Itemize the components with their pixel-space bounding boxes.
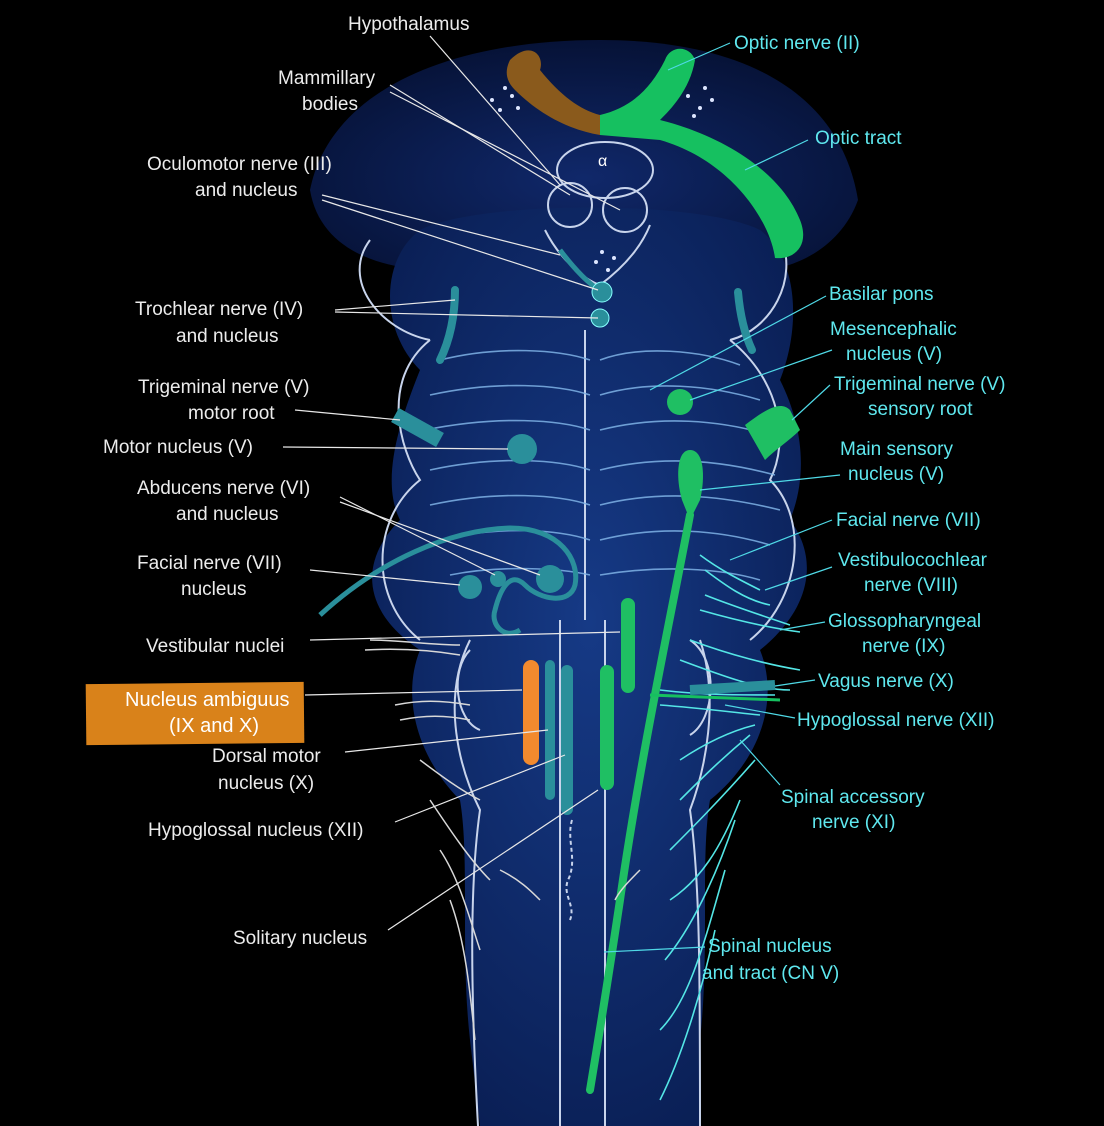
trigeminal-motor-nucleus bbox=[507, 434, 537, 464]
label-glossopharyngeal-1: Glossopharyngeal bbox=[828, 611, 981, 632]
label-nucleus-ambiguus-1: Nucleus ambiguus bbox=[125, 689, 290, 711]
label-motor-nucleus: Motor nucleus (V) bbox=[103, 437, 253, 458]
label-mesencephalic-2: nucleus (V) bbox=[846, 344, 942, 365]
label-main-sensory-1: Main sensory bbox=[840, 439, 953, 460]
label-facial-nerve: Facial nerve (VII) bbox=[836, 510, 981, 531]
label-optic-nerve: Optic nerve (II) bbox=[734, 33, 860, 54]
label-glossopharyngeal-2: nerve (IX) bbox=[862, 636, 945, 657]
label-solitary-nucleus: Solitary nucleus bbox=[233, 928, 367, 949]
label-trigeminal-motor-2: motor root bbox=[188, 403, 275, 424]
label-trochlear-2: and nucleus bbox=[176, 326, 278, 347]
oculomotor-nucleus bbox=[592, 282, 612, 302]
label-hypoglossal-nerve: Hypoglossal nerve (XII) bbox=[797, 710, 994, 731]
label-vagus: Vagus nerve (X) bbox=[818, 671, 954, 692]
label-hypothalamus: Hypothalamus bbox=[348, 14, 469, 35]
aqueduct-icon: α bbox=[598, 153, 607, 170]
label-vestibulocochlear-1: Vestibulocochlear bbox=[838, 550, 988, 571]
label-spinal-nucleus-1: Spinal nucleus bbox=[708, 936, 832, 957]
hypoglossal-nucleus-col bbox=[561, 665, 573, 815]
vagus-nerve bbox=[690, 685, 775, 690]
label-spinal-accessory-2: nerve (XI) bbox=[812, 812, 895, 833]
label-oculomotor-1: Oculomotor nerve (III) bbox=[147, 154, 332, 175]
label-facial-nucleus-2: nucleus bbox=[181, 579, 247, 600]
label-facial-nucleus-1: Facial nerve (VII) bbox=[137, 553, 282, 574]
label-vestibulocochlear-2: nerve (VIII) bbox=[864, 575, 958, 596]
label-mesencephalic-1: Mesencephalic bbox=[830, 319, 957, 340]
vestibular-nuclei-col bbox=[621, 598, 635, 693]
label-hypoglossal-nucleus: Hypoglossal nucleus (XII) bbox=[148, 820, 363, 841]
label-mammillary-2: bodies bbox=[302, 94, 358, 115]
label-mammillary-1: Mammillary bbox=[278, 68, 376, 89]
abducens-nucleus-right bbox=[536, 565, 564, 593]
nucleus-ambiguus bbox=[523, 660, 539, 765]
label-trigeminal-sensory-2: sensory root bbox=[868, 399, 973, 420]
label-trochlear-1: Trochlear nerve (IV) bbox=[135, 299, 303, 320]
label-dorsal-motor-1: Dorsal motor bbox=[212, 746, 321, 767]
label-vestibular-nuclei: Vestibular nuclei bbox=[146, 636, 284, 657]
label-abducens-2: and nucleus bbox=[176, 504, 278, 525]
label-oculomotor-2: and nucleus bbox=[195, 180, 297, 201]
label-optic-tract: Optic tract bbox=[815, 128, 902, 149]
solitary-nucleus-col bbox=[600, 665, 614, 790]
facial-nucleus bbox=[458, 575, 482, 599]
mesencephalic-nucleus bbox=[667, 389, 693, 415]
label-trigeminal-motor-1: Trigeminal nerve (V) bbox=[138, 377, 309, 398]
label-basilar-pons: Basilar pons bbox=[829, 284, 934, 305]
label-spinal-accessory-1: Spinal accessory bbox=[781, 787, 925, 808]
label-main-sensory-2: nucleus (V) bbox=[848, 464, 944, 485]
label-nucleus-ambiguus-2: (IX and X) bbox=[169, 715, 259, 737]
label-trigeminal-sensory-1: Trigeminal nerve (V) bbox=[834, 374, 1005, 395]
label-abducens-1: Abducens nerve (VI) bbox=[137, 478, 310, 499]
label-spinal-nucleus-2: and tract (CN V) bbox=[702, 963, 839, 984]
label-dorsal-motor-2: nucleus (X) bbox=[218, 773, 314, 794]
